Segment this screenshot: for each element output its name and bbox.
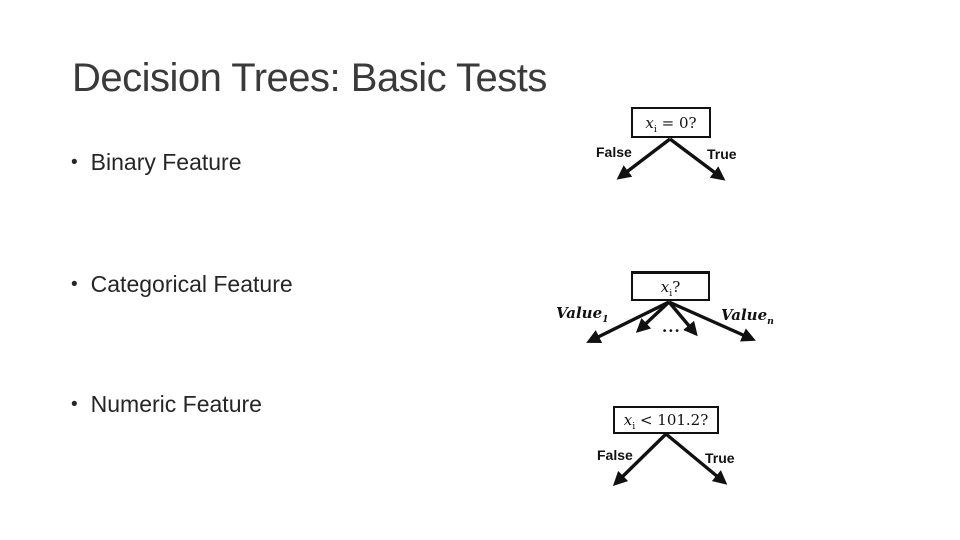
binary-tree-branch-arrows [616,137,726,181]
categorical-tree-branch-arrows [586,300,756,343]
page-title: Decision Trees: Basic Tests [72,56,547,100]
binary-test-node: xi = 0? [631,107,711,138]
valuen-branch-arrow [668,300,756,342]
categorical-test-node: xi? [631,271,710,301]
value1-base: Value [556,304,603,322]
variable: x [645,113,654,132]
false-branch-label: False [597,447,633,463]
bullet-marker: • [71,152,78,173]
categorical-test-expression: xi? [660,277,681,299]
value-inner-left-branch-arrow [635,300,671,333]
variable-subscript: i [632,421,636,432]
test-condition: = 0? [656,113,697,132]
valuen-base: Value [721,306,768,324]
true-branch-label: True [705,450,735,466]
true-branch-arrow [668,137,726,181]
bullet-label-numeric: Numeric Feature [90,391,262,417]
variable: x [660,277,670,296]
variable-subscript: i [669,287,673,299]
bullet-item-binary: • Binary Feature [71,149,242,176]
test-condition: < 101.2? [635,411,709,429]
bullet-marker: • [71,274,78,295]
variable: x [623,411,633,429]
values-ellipsis: ... [662,318,681,336]
variable-subscript: i [653,123,657,135]
true-branch-label: True [707,146,737,162]
value1-subscript: 1 [602,314,609,325]
bullet-label-binary: Binary Feature [90,149,242,175]
value-inner-right-branch-arrow [667,300,698,337]
numeric-test-node: xi < 101.2? [613,406,719,434]
numeric-tree-branch-arrows [612,432,728,486]
bullet-marker: • [71,394,78,415]
false-branch-label: False [596,144,632,160]
false-branch-arrow [616,137,672,180]
valuen-subscript: n [767,316,774,327]
test-condition: ? [672,277,681,296]
value1-branch-label: Value1 [556,304,609,325]
false-branch-arrow [612,432,668,486]
valuen-branch-label: Valuen [721,306,774,327]
bullet-item-numeric: • Numeric Feature [71,391,262,418]
bullet-item-categorical: • Categorical Feature [71,271,293,298]
bullet-label-categorical: Categorical Feature [90,271,293,297]
binary-test-expression: xi = 0? [645,113,697,135]
numeric-test-expression: xi < 101.2? [623,411,709,432]
true-branch-arrow [664,432,728,485]
value1-branch-arrow [586,300,670,343]
